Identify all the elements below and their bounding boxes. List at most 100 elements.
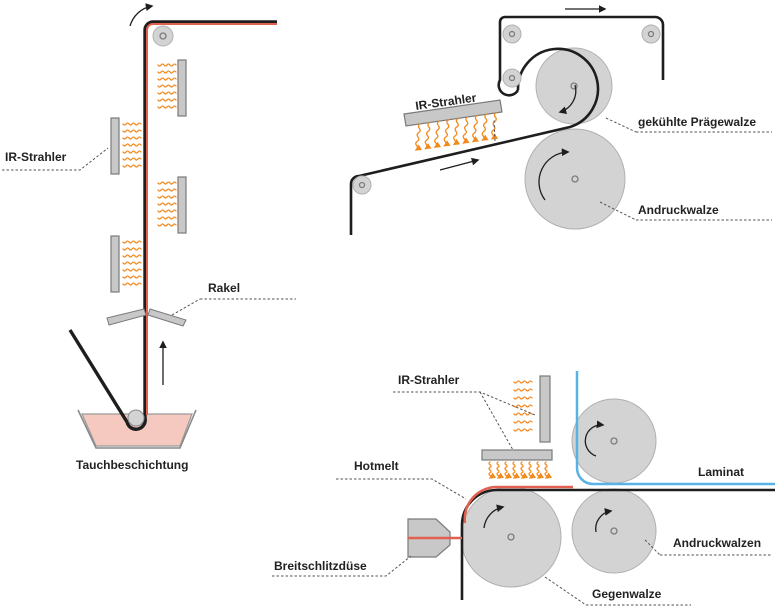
heat-wave xyxy=(513,388,533,392)
heat-wave xyxy=(513,412,533,416)
heat-wave xyxy=(462,116,470,144)
lamination-section xyxy=(407,371,775,600)
rotation-arrow-top-left xyxy=(129,3,154,27)
heat-wave xyxy=(536,461,545,479)
heat-wave xyxy=(122,150,142,154)
pressure-roll-hub xyxy=(571,175,579,183)
heat-wave xyxy=(528,461,537,479)
guide-roll-4-hub xyxy=(358,181,366,189)
ir-heater-horizontal xyxy=(481,449,553,461)
heat-wave xyxy=(513,396,533,400)
guide-roll-1 xyxy=(502,24,522,44)
heat-wave xyxy=(157,223,177,227)
heat-wave xyxy=(157,181,177,185)
cooled-embossing-roll-hub xyxy=(570,82,578,90)
lower-pressure-roll-hub xyxy=(610,527,618,535)
ir-heater-vertical xyxy=(539,375,551,443)
web-top-right-main xyxy=(349,47,600,235)
heat-wave xyxy=(157,202,177,206)
ir-heater-left-3 xyxy=(177,176,187,234)
heat-wave xyxy=(157,98,177,102)
heat-wave xyxy=(122,247,142,251)
heat-wave xyxy=(122,282,142,286)
heat-wave xyxy=(122,164,142,168)
heat-wave xyxy=(157,84,177,88)
heat-wave xyxy=(488,461,497,479)
heat-wave xyxy=(157,188,177,192)
label-hotmelt: Hotmelt xyxy=(354,459,399,473)
heat-wave xyxy=(452,117,461,146)
direction-arrow-web xyxy=(439,157,480,171)
heat-wave xyxy=(157,216,177,220)
dip-bath-rim xyxy=(77,409,197,449)
heat-wave xyxy=(122,268,142,272)
heat-wave xyxy=(414,123,423,151)
guide-roll-2 xyxy=(641,24,661,44)
upper-pressure-roll xyxy=(571,398,657,484)
laminate-film xyxy=(575,371,775,486)
top-roll-left xyxy=(152,25,174,47)
rotation-arrow-lower xyxy=(595,508,613,533)
heat-wave xyxy=(513,428,533,432)
heat-wave xyxy=(471,114,480,143)
ir-heater-left-4 xyxy=(110,235,120,293)
heat-wave xyxy=(157,63,177,67)
coating-layer-left xyxy=(146,23,277,415)
heat-wave xyxy=(544,461,553,479)
top-roll-left-hub xyxy=(159,32,167,40)
counter-roll-hub xyxy=(507,533,515,541)
heat-wave xyxy=(122,157,142,161)
heat-waves-left xyxy=(122,63,177,286)
hotmelt-layer xyxy=(463,485,573,524)
heat-wave xyxy=(157,70,177,74)
heat-wave xyxy=(122,122,142,126)
label-andruckwalzen: Andruckwalzen xyxy=(673,536,761,550)
heat-wave xyxy=(520,461,529,479)
label-ir-strahler-bottom: IR-Strahler xyxy=(398,373,460,387)
leader-lines xyxy=(2,117,772,606)
rotation-arrow-embossing xyxy=(558,84,577,114)
label-gegenwalze: Gegenwalze xyxy=(592,587,662,601)
heat-wave xyxy=(122,143,142,147)
coated-web-left xyxy=(68,20,277,431)
label-ir-strahler-left: IR-Strahler xyxy=(5,150,67,164)
labels: IR-Strahler Rakel Tauchbeschichtung IR-S… xyxy=(5,91,761,601)
guide-roll-4 xyxy=(352,175,372,195)
heat-wave xyxy=(513,420,533,424)
heat-wave xyxy=(157,105,177,109)
ir-heater-left-2 xyxy=(110,117,120,175)
heat-wave xyxy=(122,254,142,258)
label-laminat: Laminat xyxy=(698,465,744,479)
heat-wave xyxy=(157,91,177,95)
rotation-arrow-pressure xyxy=(538,148,570,201)
label-tauchbeschichtung: Tauchbeschichtung xyxy=(76,458,188,472)
heat-wave xyxy=(513,404,533,408)
ir-heaters-left xyxy=(110,59,187,293)
heat-wave xyxy=(481,113,489,141)
heat-wave xyxy=(512,461,521,479)
heat-wave xyxy=(122,275,142,279)
web-top-right-loop xyxy=(497,15,665,97)
heat-wave xyxy=(496,461,505,479)
heat-wave xyxy=(513,380,533,384)
guide-roll-3 xyxy=(502,68,522,88)
lower-pressure-roll xyxy=(571,488,657,574)
embossing-section xyxy=(349,5,665,235)
heat-wave xyxy=(433,120,442,148)
heat-wave xyxy=(504,461,513,479)
guide-roll-3-hub xyxy=(508,74,516,82)
heat-wave xyxy=(122,129,142,133)
rotation-arrow-upper xyxy=(584,420,605,457)
heat-wave xyxy=(157,209,177,213)
doctor-blade-right xyxy=(147,308,187,327)
guide-roll-2-hub xyxy=(647,30,655,38)
heat-wave xyxy=(157,77,177,81)
bath-roll xyxy=(127,409,145,427)
heat-wave xyxy=(122,240,142,244)
label-rakel: Rakel xyxy=(208,281,240,295)
guide-roll-1-hub xyxy=(508,30,516,38)
label-breitschlitzduese: Breitschlitzdüse xyxy=(274,559,367,573)
ir-heater-left-1 xyxy=(177,59,187,117)
dip-coating-section xyxy=(68,3,277,449)
heat-waves-bottom xyxy=(488,380,553,479)
